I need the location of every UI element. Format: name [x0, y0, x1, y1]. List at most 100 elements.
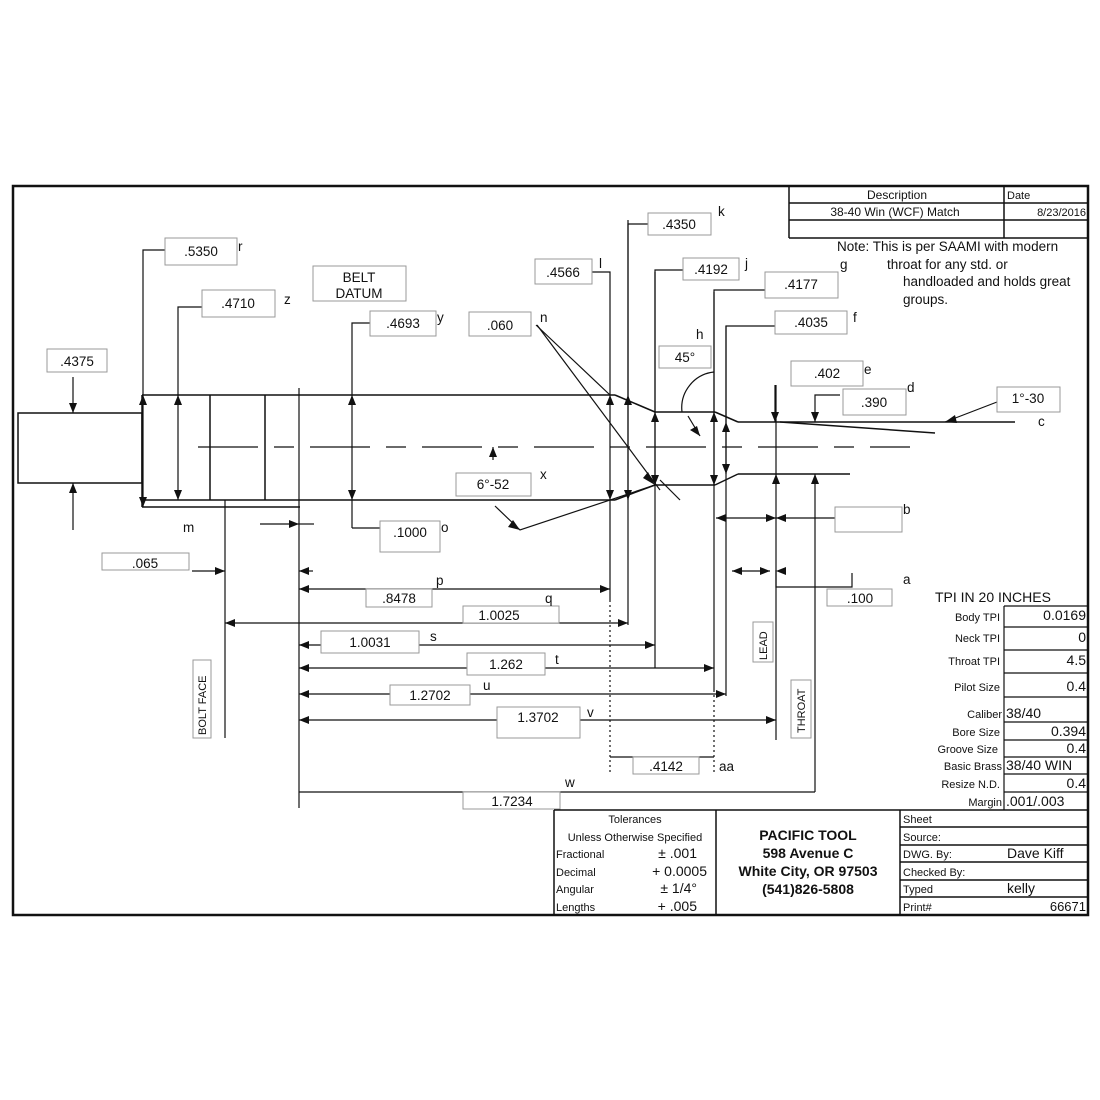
date-value: 8/23/2016: [1037, 207, 1086, 219]
letter-w: w: [564, 775, 575, 790]
dim-t: 1.262: [489, 657, 523, 672]
letter-h: h: [696, 327, 704, 342]
spec-label: Caliber: [967, 709, 1002, 721]
dim-aa: .4142: [649, 759, 683, 774]
tpi-value: 0: [1078, 629, 1086, 645]
lead-label: LEAD: [758, 631, 770, 660]
dim-g: .4177: [784, 277, 818, 292]
dim-h: 45°: [675, 350, 695, 365]
dim-q: 1.0025: [478, 608, 519, 623]
letter-j: j: [744, 256, 748, 271]
letter-k: k: [718, 204, 725, 219]
tol-label: Decimal: [556, 867, 596, 879]
spec-table-grid: [1003, 605, 1088, 810]
dim-s: 1.0031: [349, 635, 390, 650]
print-value: 66671: [1050, 899, 1086, 914]
checked-label: Checked By:: [903, 867, 965, 879]
letter-u: u: [483, 678, 491, 693]
spec-value: 0.4: [1067, 740, 1087, 756]
company-address-2: White City, OR 97503: [738, 863, 877, 879]
dim-o: .1000: [393, 525, 427, 540]
letter-d: d: [907, 380, 915, 395]
tol-label: Fractional: [556, 849, 604, 861]
note-line-2: throat for any std. or: [887, 257, 1008, 272]
tolerances-subtitle: Unless Otherwise Specified: [568, 832, 703, 844]
spec-label: Bore Size: [952, 727, 1000, 739]
date-header: Date: [1007, 190, 1030, 202]
spec-label: Groove Size: [937, 744, 998, 756]
spec-value: .001/.003: [1006, 793, 1065, 809]
letter-m: m: [183, 520, 194, 535]
dim-l: .4566: [546, 265, 580, 280]
letter-q: q: [545, 591, 553, 606]
note-line-4: groups.: [903, 292, 948, 307]
dim-c: 1°-30: [1012, 391, 1044, 406]
tpi-value: 0.0169: [1043, 607, 1086, 623]
letter-a: a: [903, 572, 911, 587]
spec-value: 38/40 WIN: [1006, 757, 1072, 773]
letter-v: v: [587, 705, 594, 720]
tolerances-title: Tolerances: [608, 814, 662, 826]
company-block: PACIFIC TOOL 598 Avenue C White City, OR…: [738, 827, 877, 897]
letter-aa: aa: [719, 759, 735, 774]
tpi-value: 4.5: [1067, 652, 1087, 668]
letter-p: p: [436, 573, 444, 588]
tpi-value: 0.4: [1067, 678, 1087, 694]
typed-label: Typed: [903, 884, 933, 896]
dim-n: .060: [487, 318, 513, 333]
throat-label: THROAT: [796, 688, 808, 733]
tpi-label: Body TPI: [955, 612, 1000, 624]
company-name: PACIFIC TOOL: [759, 827, 857, 843]
belt-datum-1: BELT: [343, 270, 376, 285]
arrowheads: [69, 395, 957, 724]
tol-value: ± .001: [658, 845, 697, 861]
sheet-label: Sheet: [903, 814, 932, 826]
letter-y: y: [437, 310, 444, 325]
sheet-border: [11, 184, 1090, 917]
letter-g: g: [840, 257, 848, 272]
spec-label: Margin: [968, 797, 1002, 809]
dim-a: .100: [847, 591, 873, 606]
tolerances: Tolerances Unless Otherwise Specified Fr…: [556, 814, 707, 914]
description-header: Description: [867, 188, 927, 202]
typed-value: kelly: [1007, 880, 1035, 896]
spec-label: Resize N.D.: [941, 779, 1000, 791]
letter-n: n: [540, 310, 548, 325]
letter-z: z: [284, 292, 291, 307]
bottom-title-block: [553, 809, 1088, 915]
company-address-1: 598 Avenue C: [763, 845, 854, 861]
description-value: 38-40 Win (WCF) Match: [830, 205, 959, 219]
source-label: Source:: [903, 832, 941, 844]
dimension-lines: [142, 395, 835, 758]
company-phone: (541)826-5808: [762, 881, 854, 897]
dim-d: .390: [861, 395, 887, 410]
drawn-value: Dave Kiff: [1007, 845, 1064, 861]
spec-rows: Caliber 38/40 Bore Size 0.394 Groove Siz…: [937, 705, 1086, 809]
sheet-block: Sheet Source: DWG. By: Dave Kiff Checked…: [903, 814, 1086, 914]
note-line-1: Note: This is per SAAMI with modern: [837, 239, 1058, 254]
dim-r: .5350: [184, 244, 218, 259]
spec-label: Basic Brass: [944, 761, 1003, 773]
dim-y: .4693: [386, 316, 420, 331]
tol-label: Angular: [556, 884, 594, 896]
dim-e: .402: [814, 366, 840, 381]
letter-e: e: [864, 362, 872, 377]
title-block: [788, 186, 1088, 239]
spec-value: 0.4: [1067, 775, 1087, 791]
print-label: Print#: [903, 902, 933, 914]
dim-f: .4035: [794, 315, 828, 330]
tol-value: + 0.0005: [652, 863, 707, 879]
dim-k: .4350: [662, 217, 696, 232]
letter-x: x: [540, 467, 547, 482]
tpi-rows: Body TPI 0.0169 Neck TPI 0 Throat TPI 4.…: [948, 607, 1086, 694]
value-boxes: [46, 212, 1061, 810]
dim-p: .8478: [382, 591, 416, 606]
bolt-face-label: BOLT FACE: [197, 675, 209, 735]
letter-r: r: [238, 239, 243, 254]
dimension-values: .4375 .5350 .4710 BELT DATUM .4693 .060 …: [60, 217, 1044, 809]
dim-u: 1.2702: [409, 688, 450, 703]
tpi-label: Neck TPI: [955, 633, 1000, 645]
tpi-header: TPI IN 20 INCHES: [935, 589, 1051, 605]
